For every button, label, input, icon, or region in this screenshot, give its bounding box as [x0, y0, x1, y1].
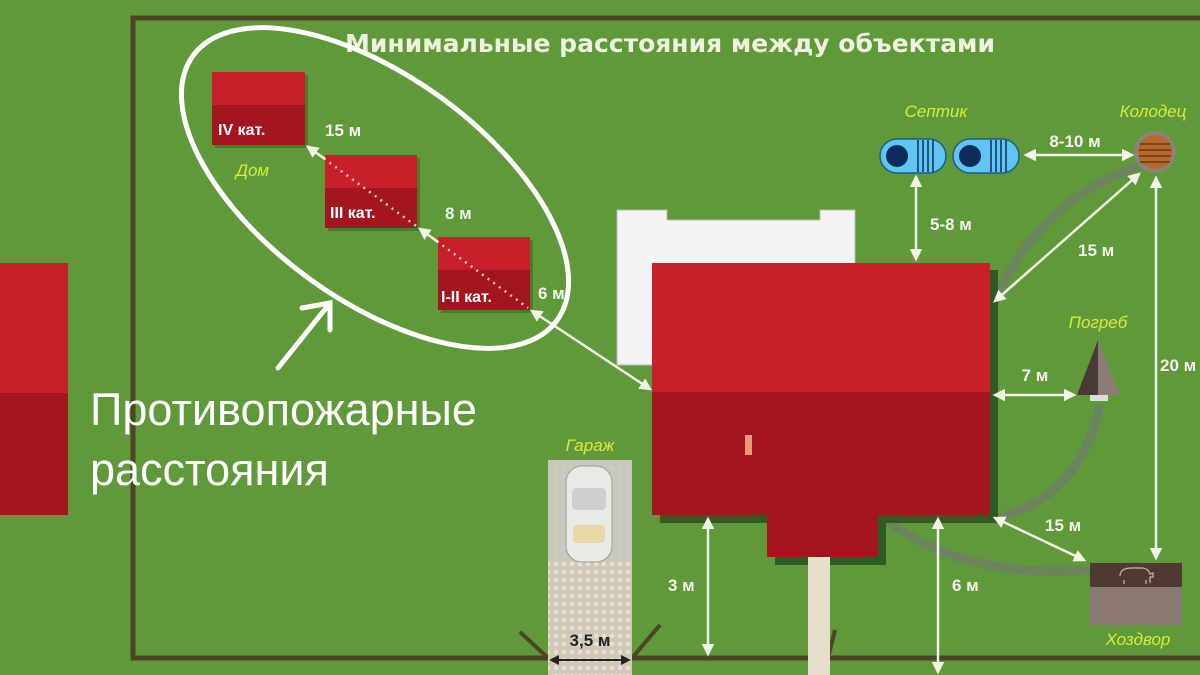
car-icon: [565, 465, 613, 563]
well-icon: [1134, 131, 1176, 173]
house-label: Дом: [234, 161, 269, 180]
house-cat-3: III кат.: [325, 155, 420, 231]
diagram-title: Минимальные расстояния между объектами: [345, 29, 995, 58]
septic-label: Септик: [905, 102, 969, 121]
fire-arrow-15: [305, 145, 326, 161]
house-cat-4: IV кат.: [212, 72, 308, 148]
distance-well-yard: 20 м: [1160, 356, 1196, 375]
distance-cellar-house: 7 м: [1022, 366, 1049, 385]
distance-septic-well: 8-10 м: [1049, 132, 1100, 151]
garage-driveway: [548, 460, 632, 675]
distance-well-house: 15 м: [1078, 241, 1114, 260]
house-cat-3-label: III кат.: [330, 205, 376, 222]
distance-yard-house: 15 м: [1045, 516, 1081, 535]
pointer-arrow-icon: [275, 300, 333, 371]
house-cat-4-label: IV кат.: [218, 122, 265, 139]
fence: [130, 15, 1200, 661]
fire-distance-8: 8 м: [445, 204, 472, 223]
yard-icon: [1090, 563, 1182, 625]
neighbour-house: [0, 263, 68, 515]
highlight-ellipse: [178, 25, 572, 351]
septic-tanks: [879, 138, 1020, 174]
distance-house-fence-left: 3 м: [668, 576, 695, 595]
fire-distance-6: 6 м: [538, 284, 565, 303]
main-house: [616, 209, 998, 675]
arrow-yard-house: [992, 516, 1087, 562]
house-cat-1-2-label: I-II кат.: [441, 289, 492, 306]
well-label: Колодец: [1120, 102, 1187, 121]
house-cat-1-2: I-II кат.: [438, 237, 533, 313]
cellar-icon: [1077, 340, 1120, 401]
caption-line-1: Противопожарные: [90, 384, 477, 435]
garage-label: Гараж: [566, 436, 616, 455]
arrow-well-house: [993, 172, 1141, 303]
distance-septic-house: 5-8 м: [930, 215, 972, 234]
garage-width-label: 3,5 м: [570, 631, 611, 650]
cellar-label: Погреб: [1069, 313, 1129, 332]
fire-distance-15: 15 м: [325, 121, 361, 140]
caption-line-2: расстояния: [90, 444, 329, 495]
fire-arrow-8: [417, 227, 439, 244]
yard-label: Хоздвор: [1105, 630, 1171, 649]
distance-house-fence-right: 6 м: [952, 576, 979, 595]
